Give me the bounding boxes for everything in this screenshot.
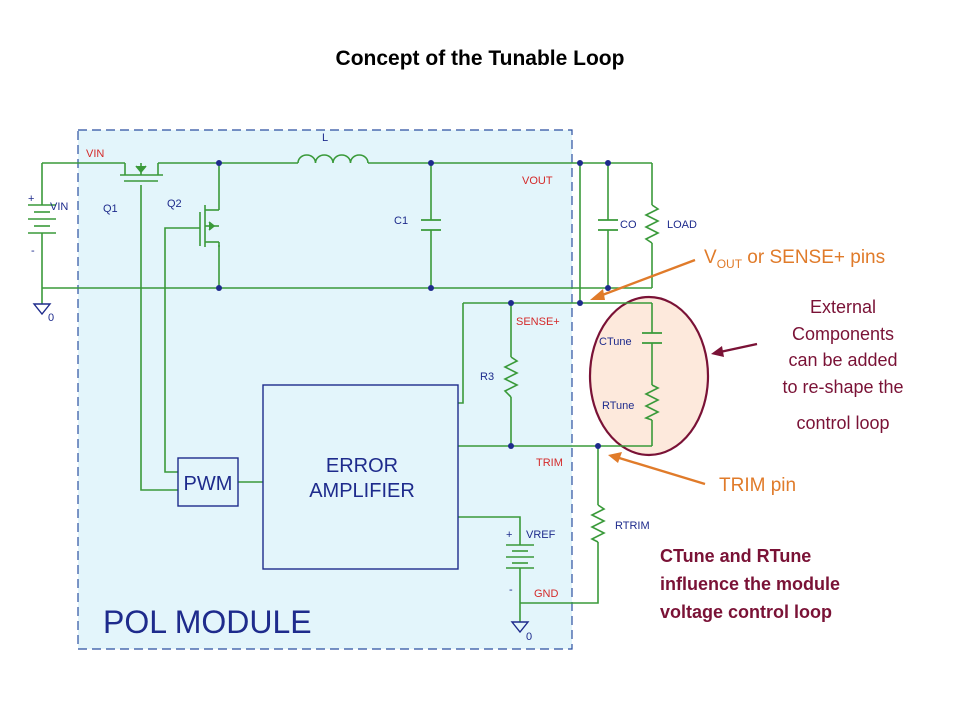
vout-label: VOUT xyxy=(522,175,553,187)
q2-mosfet-symbol xyxy=(204,205,220,247)
r3-resistor-symbol xyxy=(503,356,519,398)
svg-text:Components: Components xyxy=(792,324,894,344)
inductor-symbol xyxy=(297,154,369,164)
pwm-label: PWM xyxy=(184,473,233,495)
minus-vin-label: - xyxy=(31,245,35,257)
svg-text:influence the module: influence the module xyxy=(660,574,840,594)
sense-label: SENSE+ xyxy=(516,316,560,328)
rtune-resistor-symbol xyxy=(643,384,660,421)
vin-net-label: VIN xyxy=(86,148,104,160)
vin-battery-symbol xyxy=(28,204,56,234)
load-resistor-symbol xyxy=(644,204,660,244)
trim-label: TRIM xyxy=(536,457,563,469)
plus-vin-label: + xyxy=(28,193,34,205)
annotation-arrows xyxy=(590,258,758,486)
pol-module-region xyxy=(77,129,573,650)
ctune-label: CTune xyxy=(599,336,632,348)
r3-label: R3 xyxy=(480,371,494,383)
svg-text:control loop: control loop xyxy=(796,413,889,433)
svg-text:to re-shape the: to re-shape the xyxy=(782,377,903,397)
rtune-label: RTune xyxy=(602,400,634,412)
tune-highlight-ellipse xyxy=(588,295,710,457)
wires xyxy=(41,162,653,622)
vref-label: VREF xyxy=(526,529,556,541)
junction-dots xyxy=(216,160,611,449)
pwm-block xyxy=(177,457,239,507)
trim-pin-annotation: TRIM pin xyxy=(719,475,796,496)
vin-source-label: VIN xyxy=(50,201,68,213)
gnd-left-label: 0 xyxy=(48,312,54,324)
svg-text:External: External xyxy=(810,297,876,317)
rtrim-label: RTRIM xyxy=(615,520,650,532)
inductor-label: L xyxy=(322,132,328,144)
error-amp-label-line2: AMPLIFIER xyxy=(309,480,415,502)
error-amplifier-block xyxy=(262,384,459,570)
gnd-label: GND xyxy=(534,588,559,600)
svg-text:voltage control loop: voltage control loop xyxy=(660,602,832,622)
error-amp-label-line1: ERROR xyxy=(326,455,398,477)
vout-sense-annotation: VOUT or SENSE+ pins xyxy=(704,247,885,271)
load-label: LOAD xyxy=(667,219,697,231)
q2-label: Q2 xyxy=(167,198,182,210)
svg-text:can be added: can be added xyxy=(788,350,897,370)
pol-module-label: POL MODULE xyxy=(103,604,312,640)
ground-symbol-bottom xyxy=(510,621,530,634)
gnd-bottom-label: 0 xyxy=(526,631,532,643)
ground-symbol-left xyxy=(32,303,52,316)
q1-label: Q1 xyxy=(103,203,118,215)
external-components-annotation: External Components can be added to re-s… xyxy=(782,297,903,433)
co-label: CO xyxy=(620,219,637,231)
c1-label: C1 xyxy=(394,215,408,227)
svg-text:CTune and RTune: CTune and RTune xyxy=(660,546,811,566)
page-title: Concept of the Tunable Loop xyxy=(335,47,625,70)
influence-annotation: CTune and RTune influence the module vol… xyxy=(660,546,840,622)
minus-vref-label: - xyxy=(509,584,513,596)
c1-capacitor-symbol xyxy=(421,219,441,231)
vref-battery-symbol xyxy=(506,544,534,569)
co-capacitor-symbol xyxy=(598,219,618,231)
rtrim-resistor-symbol xyxy=(590,504,606,543)
ctune-capacitor-symbol xyxy=(642,332,662,344)
q1-mosfet-symbol xyxy=(120,163,163,182)
plus-vref-label: + xyxy=(506,529,512,541)
